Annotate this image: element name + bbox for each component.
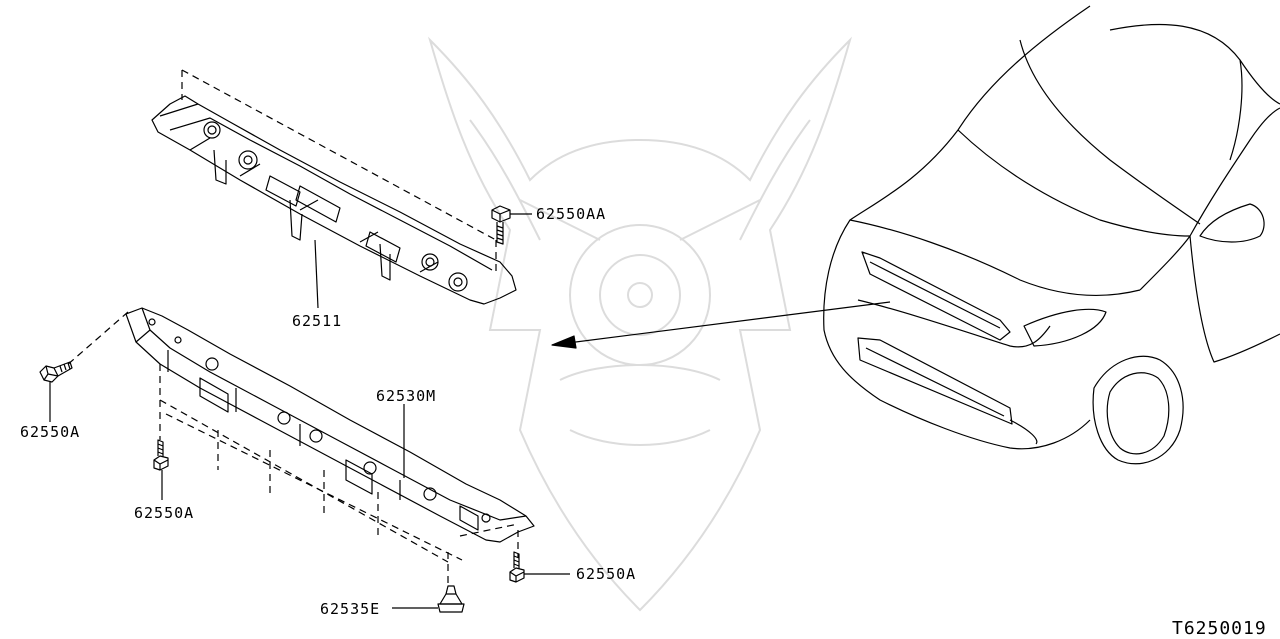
part-label-62535E: 62535E bbox=[320, 600, 381, 618]
bolt-62550A-left bbox=[39, 361, 73, 383]
upper-support-62511 bbox=[151, 95, 517, 305]
bolt-62550AA bbox=[491, 205, 511, 245]
location-arrow bbox=[551, 301, 891, 349]
part-label-62511: 62511 bbox=[292, 312, 343, 330]
part-label-62550A-left: 62550A bbox=[20, 423, 81, 441]
part-label-62550AA: 62550AA bbox=[536, 205, 607, 223]
bolt-62550A-right bbox=[509, 551, 525, 583]
part-label-62530M: 62530M bbox=[376, 387, 437, 405]
leader-62511 bbox=[314, 239, 319, 309]
diagram-id: T6250019 bbox=[1172, 618, 1267, 639]
lower-guide-lines bbox=[65, 311, 519, 584]
part-label-62550A-right: 62550A bbox=[576, 565, 637, 583]
parts-linework bbox=[39, 5, 1280, 613]
part-label-62550A-middle: 62550A bbox=[134, 504, 195, 522]
lower-support-62530M bbox=[125, 307, 535, 543]
clip-62535E bbox=[437, 585, 465, 613]
watermark-emblem bbox=[427, 36, 853, 612]
bolt-62550A-middle bbox=[153, 439, 169, 471]
car-front-view bbox=[823, 5, 1280, 465]
upper-guide-lines bbox=[181, 69, 497, 272]
